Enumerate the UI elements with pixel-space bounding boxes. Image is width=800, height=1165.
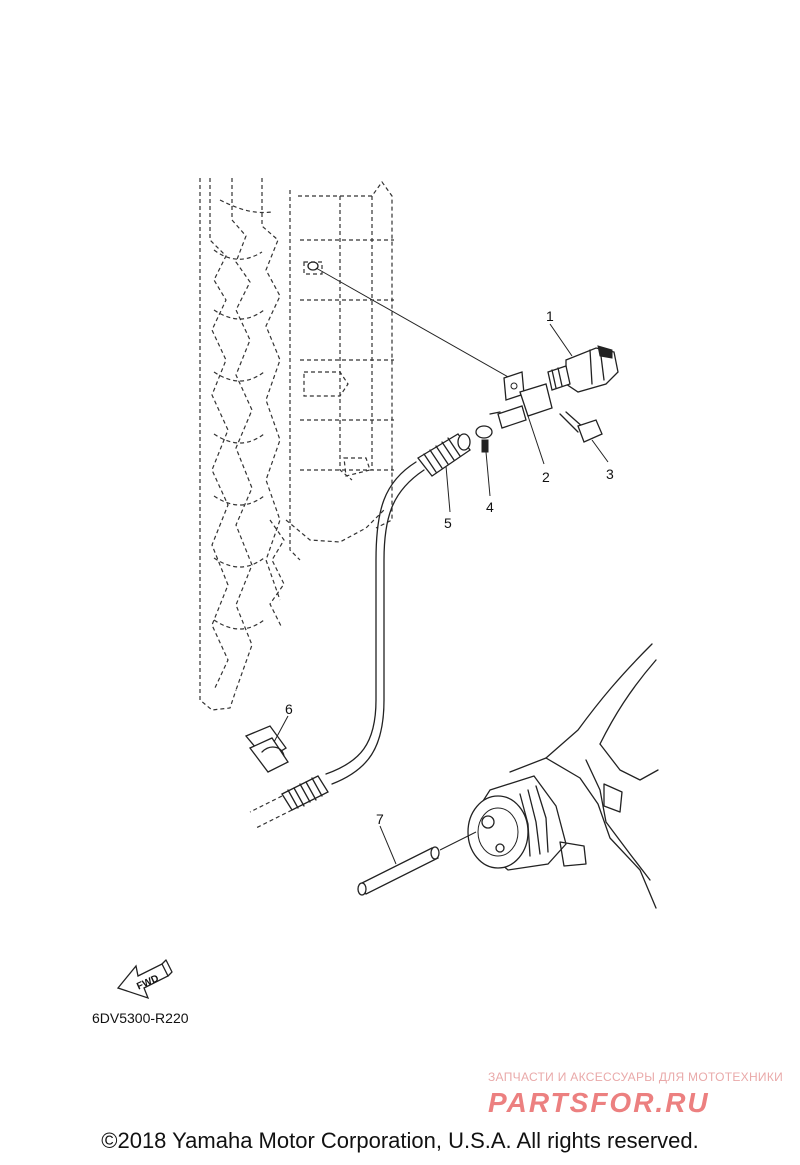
part-5-hose-lower [249, 775, 329, 829]
leader-lines [273, 323, 609, 865]
callout-2: 2 [542, 469, 550, 485]
callout-labels: 1 2 3 4 5 6 7 [285, 308, 614, 827]
callout-4: 4 [486, 499, 494, 515]
part-7-pin [357, 831, 477, 896]
cable-routing [325, 461, 417, 775]
watermark-tagline: ЗАПЧАСТИ И АКСЕССУАРЫ ДЛЯ МОТОТЕХНИКИ [488, 1070, 784, 1084]
callout-7: 7 [376, 811, 384, 827]
copyright-notice: ©2018 Yamaha Motor Corporation, U.S.A. A… [101, 1128, 699, 1153]
callout-5: 5 [444, 515, 452, 531]
diagram-code: 6DV5300-R220 [92, 1010, 189, 1026]
callout-1: 1 [546, 308, 554, 324]
mounting-hole [307, 261, 319, 271]
part-2-bracket [489, 371, 553, 429]
part-6-holder [244, 725, 289, 773]
watermark-logo: PARTSFOR.RU [488, 1087, 710, 1118]
part-3-bolt [559, 411, 603, 443]
fwd-arrow-icon: FWD [116, 959, 173, 1000]
lower-unit [467, 643, 659, 909]
part-5-hose [417, 433, 471, 477]
part-1-sensor [547, 345, 619, 393]
alignment-line [315, 267, 511, 379]
part-4-clip [475, 425, 493, 453]
svg-text:PARTSFOR.RU: PARTSFOR.RU [488, 1087, 710, 1118]
engine-block-outline [199, 178, 394, 711]
callout-3: 3 [606, 466, 614, 482]
callout-6: 6 [285, 701, 293, 717]
